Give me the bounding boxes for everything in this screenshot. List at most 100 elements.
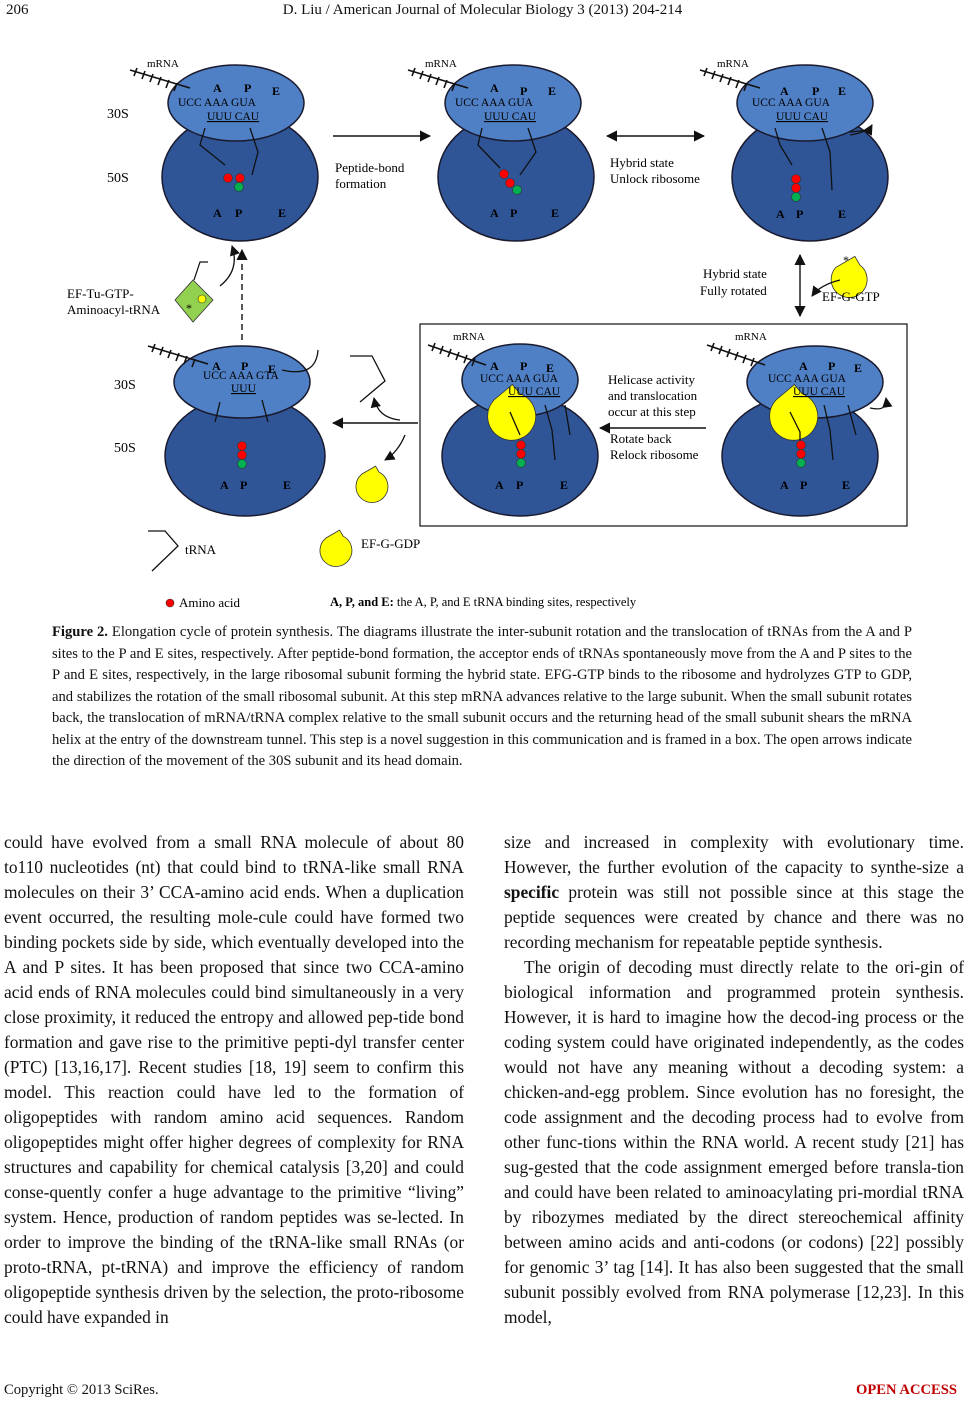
svg-text:A: A xyxy=(776,207,785,221)
svg-text:P: P xyxy=(235,206,242,220)
svg-text:A: A xyxy=(213,81,222,95)
svg-text:E: E xyxy=(842,478,850,492)
figure-2: mRNA A P E UCC AAA GUA UUU CAU A P E 30S… xyxy=(0,40,965,620)
svg-text:UCC AAA GUA: UCC AAA GUA xyxy=(768,373,847,385)
caption-text: Elongation cycle of protein synthesis. T… xyxy=(52,624,912,769)
svg-text:E: E xyxy=(838,84,846,98)
ribosome-4: mRNA A P E UCC AAA GUA UUU CAU A P E xyxy=(427,331,599,517)
svg-text:A: A xyxy=(490,81,499,95)
svg-text:Rotate back: Rotate back xyxy=(610,431,672,446)
svg-text:UUU CAU: UUU CAU xyxy=(508,386,561,398)
svg-text:E: E xyxy=(546,361,554,375)
ribosome-3: mRNA A P E UCC AAA GUA UUU CAU A P E xyxy=(699,58,889,242)
legend-sites: A, P, and E: the A, P, and E tRNA bindin… xyxy=(330,595,637,609)
svg-text:P: P xyxy=(520,84,527,98)
ribosome-5: mRNA A P E UCC AAA GUA UUU CAU A P E xyxy=(706,331,893,517)
svg-text:Hybrid state: Hybrid state xyxy=(703,266,767,281)
svg-text:E: E xyxy=(272,84,280,98)
label-mrna: mRNA xyxy=(147,58,179,70)
svg-text:E: E xyxy=(551,206,559,220)
paragraph: size and increased in complexity with ev… xyxy=(504,832,964,952)
ef-g-icon xyxy=(769,384,819,441)
svg-text:A: A xyxy=(495,478,504,492)
svg-text:Fully rotated: Fully rotated xyxy=(700,283,767,298)
open-access-link[interactable]: OPEN ACCESS xyxy=(856,1382,957,1398)
svg-text:P: P xyxy=(240,478,247,492)
svg-text:E: E xyxy=(838,207,846,221)
ribosome-1: mRNA A P E UCC AAA GUA UUU CAU A P E xyxy=(129,58,319,242)
svg-text:Unlock ribosome: Unlock ribosome xyxy=(610,171,700,186)
running-header: D. Liu / American Journal of Molecular B… xyxy=(282,2,683,18)
legend-amino-acid-icon xyxy=(165,598,175,608)
svg-text:E: E xyxy=(560,478,568,492)
body-left-column: could have evolved from a small RNA mole… xyxy=(4,830,464,1330)
svg-text:A: A xyxy=(780,84,789,98)
caption-label: Figure 2. xyxy=(52,624,108,640)
svg-text:Helicase activity: Helicase activity xyxy=(608,372,695,387)
svg-text:mRNA: mRNA xyxy=(425,58,457,70)
legend-amino-acid: Amino acid xyxy=(179,595,241,610)
svg-text:E: E xyxy=(278,206,286,220)
ef-g-gdp-released-icon xyxy=(355,465,389,503)
released-trna-icon xyxy=(350,355,386,403)
svg-text:P: P xyxy=(510,206,517,220)
svg-text:P: P xyxy=(800,478,807,492)
svg-text:UUU: UUU xyxy=(231,383,257,395)
svg-text:mRNA: mRNA xyxy=(717,58,749,70)
svg-text:A: A xyxy=(490,359,499,373)
svg-text:P: P xyxy=(516,478,523,492)
svg-text:A: A xyxy=(220,478,229,492)
label-30s: 30S xyxy=(107,107,129,122)
ribosome-2: mRNA A P E UCC AAA GUA UUU CAU A P E xyxy=(407,58,595,242)
figure-caption: Figure 2. Elongation cycle of protein sy… xyxy=(52,622,912,773)
svg-text:UCC AAA GUA: UCC AAA GUA xyxy=(178,97,257,109)
svg-text:A: A xyxy=(212,359,221,373)
svg-text:UCC AAA GUA: UCC AAA GUA xyxy=(455,97,534,109)
svg-text:*: * xyxy=(843,253,849,267)
svg-text:EF-G-GTP: EF-G-GTP xyxy=(822,289,880,304)
svg-text:E: E xyxy=(268,362,276,376)
svg-text:Aminoacyl-tRNA: Aminoacyl-tRNA xyxy=(67,302,161,317)
svg-text:UUU CAU: UUU CAU xyxy=(793,386,846,398)
svg-text:A: A xyxy=(780,478,789,492)
svg-text:and translocation: and translocation xyxy=(608,388,698,403)
paragraph: could have evolved from a small RNA mole… xyxy=(4,832,464,1327)
svg-text:30S: 30S xyxy=(114,378,136,393)
svg-text:occur at this step: occur at this step xyxy=(608,404,696,419)
svg-text:Hybrid state: Hybrid state xyxy=(610,155,674,170)
ribosome-6: A P E UCC AAA GTA UUU A P E xyxy=(147,343,326,517)
svg-text:Relock ribosome: Relock ribosome xyxy=(610,447,699,462)
amino-acid xyxy=(235,173,245,183)
svg-text:P: P xyxy=(241,359,248,373)
svg-text:UCC AAA GTA: UCC AAA GTA xyxy=(203,370,279,382)
small-subunit-30s xyxy=(167,64,305,142)
copyright: Copyright © 2013 SciRes. xyxy=(4,1382,159,1398)
svg-text:E: E xyxy=(283,478,291,492)
page-number: 206 xyxy=(6,2,29,18)
svg-text:A: A xyxy=(490,206,499,220)
svg-text:UUU CAU: UUU CAU xyxy=(207,111,260,123)
svg-text:E: E xyxy=(548,84,556,98)
svg-text:UUU CAU: UUU CAU xyxy=(484,111,537,123)
legend-ef-g-gdp-icon xyxy=(319,529,353,567)
svg-text:EF-Tu-GTP-: EF-Tu-GTP- xyxy=(67,286,134,301)
legend-trna-icon xyxy=(148,530,179,572)
svg-text:P: P xyxy=(796,207,803,221)
label-50s: 50S xyxy=(107,171,129,186)
svg-text:P: P xyxy=(244,81,251,95)
svg-text:*: * xyxy=(186,301,192,315)
legend-ef-g-gdp: EF-G-GDP xyxy=(361,536,420,551)
svg-text:UCC AAA GUA: UCC AAA GUA xyxy=(480,373,559,385)
paragraph: The origin of decoding must directly rel… xyxy=(504,957,964,1327)
svg-text:UCC AAA GUA: UCC AAA GUA xyxy=(752,97,831,109)
body-right-column: size and increased in complexity with ev… xyxy=(504,830,964,1330)
ef-tu-icon xyxy=(174,279,214,323)
svg-text:E: E xyxy=(854,361,862,375)
svg-text:P: P xyxy=(520,359,527,373)
ef-g-gtp-icon xyxy=(830,255,868,298)
svg-text:formation: formation xyxy=(335,176,387,191)
legend-trna: tRNA xyxy=(185,542,217,557)
mrna-strand xyxy=(129,67,191,92)
svg-text:P: P xyxy=(812,84,819,98)
svg-text:A: A xyxy=(799,359,808,373)
